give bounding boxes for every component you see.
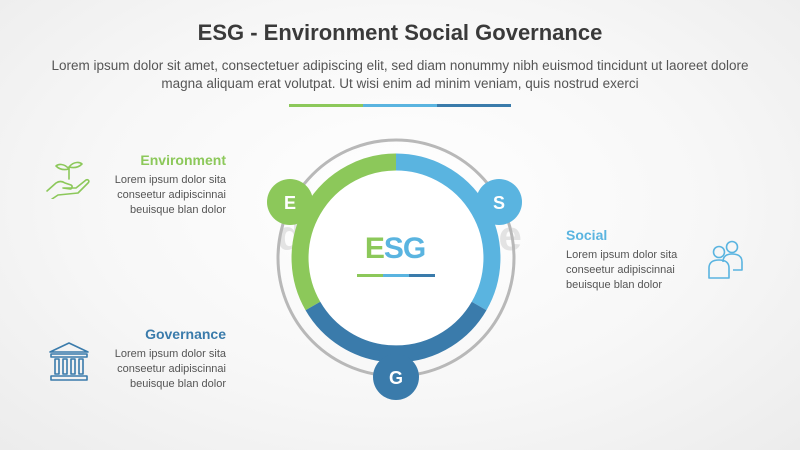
center-esg-label: ESG — [345, 232, 445, 266]
governance-arc — [305, 301, 487, 363]
governance-desc: Lorem ipsum dolor sita conseetur adipisc… — [114, 348, 226, 390]
center-sg: SG — [383, 232, 426, 265]
badge-e-label: E — [284, 193, 296, 213]
badge-g: G — [373, 354, 419, 400]
environment-desc: Lorem ipsum dolor sita conseetur adipisc… — [114, 174, 226, 216]
users-icon — [708, 240, 743, 279]
center-e: E — [364, 232, 385, 265]
social-title: Social — [566, 227, 608, 243]
environment-title: Environment — [140, 152, 226, 168]
social-desc: Lorem ipsum dolor sita conseetur adipisc… — [566, 249, 678, 291]
title-underline-dark-blue — [437, 104, 511, 107]
page-subtitle: Lorem ipsum dolor sit amet, consectetuer… — [51, 58, 749, 91]
badge-s: S — [476, 179, 522, 225]
title-underline-light-blue — [363, 104, 437, 107]
governance-title: Governance — [145, 326, 226, 342]
page-title: ESG - Environment Social Governance — [197, 20, 603, 45]
center-underline-light-blue — [383, 274, 409, 277]
badge-e: E — [267, 179, 313, 225]
bank-building-icon — [49, 342, 89, 381]
title-underline-green — [289, 104, 363, 107]
environment-arc — [291, 153, 397, 311]
hand-plant-icon — [46, 161, 90, 199]
inner-disc — [304, 166, 488, 350]
badge-g-label: G — [389, 368, 403, 388]
center-underline-dark-blue — [409, 274, 435, 277]
badge-s-label: S — [493, 193, 505, 213]
center-underline-green — [357, 274, 383, 277]
